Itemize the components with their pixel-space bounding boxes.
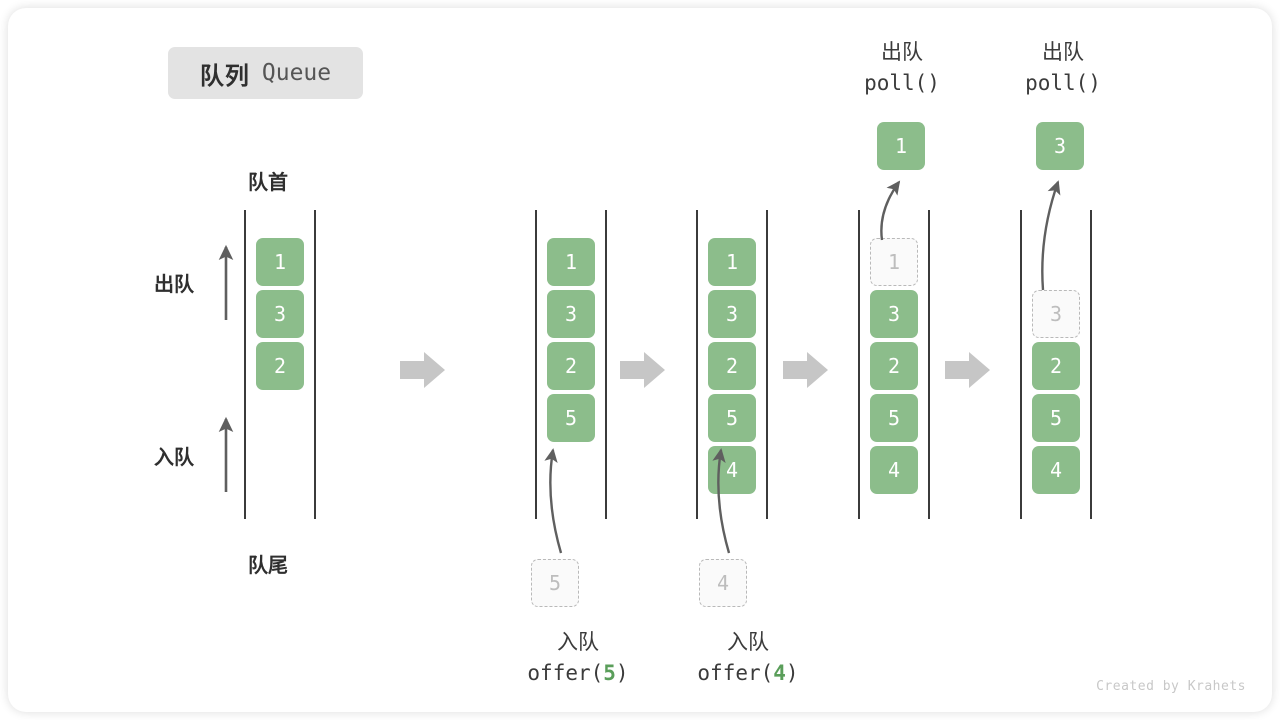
- operation-label-cn: 出队: [1042, 41, 1084, 64]
- arrow-overlay: [218, 180, 1061, 554]
- queue-rail-left: [1020, 210, 1022, 519]
- queue-cell: 2: [256, 342, 304, 390]
- step-arrow-3: [783, 352, 828, 388]
- queue-rail-left: [244, 210, 246, 519]
- queue-cell: 2: [870, 342, 918, 390]
- operation-label-offer-4: 入队 offer(4): [658, 628, 838, 689]
- queue-rail-left: [535, 210, 537, 519]
- operation-label-poll-1: 出队 poll(): [812, 38, 992, 99]
- queue-rail-right: [766, 210, 768, 519]
- queue-cell: 4: [1032, 446, 1080, 494]
- queue-cell: 1: [256, 238, 304, 286]
- queue-cell: 2: [1032, 342, 1080, 390]
- operation-arg-value: 4: [773, 661, 786, 686]
- enqueue-direction-label: 入队: [154, 447, 194, 469]
- operation-label-cn: 入队: [557, 631, 599, 654]
- dequeue-arrow-poll-3: [1041, 180, 1061, 291]
- queue-cell: 1: [708, 238, 756, 286]
- queue-cell: 3: [547, 290, 595, 338]
- popped-element-poll-1: 1: [877, 122, 925, 170]
- queue-front-label: 队首: [248, 172, 288, 194]
- operation-arg-value: 5: [603, 661, 616, 686]
- enqueue-arrow-offer-5: [544, 448, 563, 554]
- queue-rail-right: [928, 210, 930, 519]
- dequeue-direction-label: 出队: [154, 274, 194, 296]
- diagram-title-chip: 队列 Queue: [168, 47, 363, 99]
- queue-cell: 3: [1032, 290, 1080, 338]
- operation-label-cn: 入队: [727, 631, 769, 654]
- queue-cell: 5: [547, 394, 595, 442]
- queue-rail-right: [605, 210, 607, 519]
- queue-cell: 5: [708, 394, 756, 442]
- operation-label-code: offer(4): [697, 661, 799, 686]
- incoming-element-offer-5: 5: [531, 559, 579, 607]
- operation-label-poll-3: 出队 poll(): [973, 38, 1153, 99]
- queue-cell: 1: [870, 238, 918, 286]
- title-cn: 队列: [199, 62, 250, 90]
- operation-label-code: poll(): [864, 71, 940, 96]
- operation-label-code: offer(5): [527, 661, 629, 686]
- queue-cell: 4: [708, 446, 756, 494]
- step-arrow-1: [400, 352, 445, 388]
- queue-cell: 2: [547, 342, 595, 390]
- incoming-element-offer-4: 4: [699, 559, 747, 607]
- title-en: Queue: [261, 60, 332, 86]
- step-arrow-2: [620, 352, 665, 388]
- queue-rail-left: [858, 210, 860, 519]
- queue-cell: 2: [708, 342, 756, 390]
- queue-cell: 1: [547, 238, 595, 286]
- popped-element-poll-3: 3: [1036, 122, 1084, 170]
- queue-cell: 3: [256, 290, 304, 338]
- step-arrow-4: [945, 352, 990, 388]
- queue-rail-left: [696, 210, 698, 519]
- operation-label-offer-5: 入队 offer(5): [488, 628, 668, 689]
- credit-text: Created by Krahets: [1096, 679, 1246, 694]
- queue-cell: 5: [1032, 394, 1080, 442]
- queue-cell: 4: [870, 446, 918, 494]
- queue-rail-right: [1090, 210, 1092, 519]
- queue-cell: 3: [870, 290, 918, 338]
- operation-label-code: poll(): [1025, 71, 1101, 96]
- operation-label-cn: 出队: [881, 41, 923, 64]
- dequeue-arrow-poll-1: [880, 180, 901, 241]
- queue-rear-label: 队尾: [248, 555, 288, 577]
- queue-cell: 3: [708, 290, 756, 338]
- queue-cell: 5: [870, 394, 918, 442]
- queue-rail-right: [314, 210, 316, 519]
